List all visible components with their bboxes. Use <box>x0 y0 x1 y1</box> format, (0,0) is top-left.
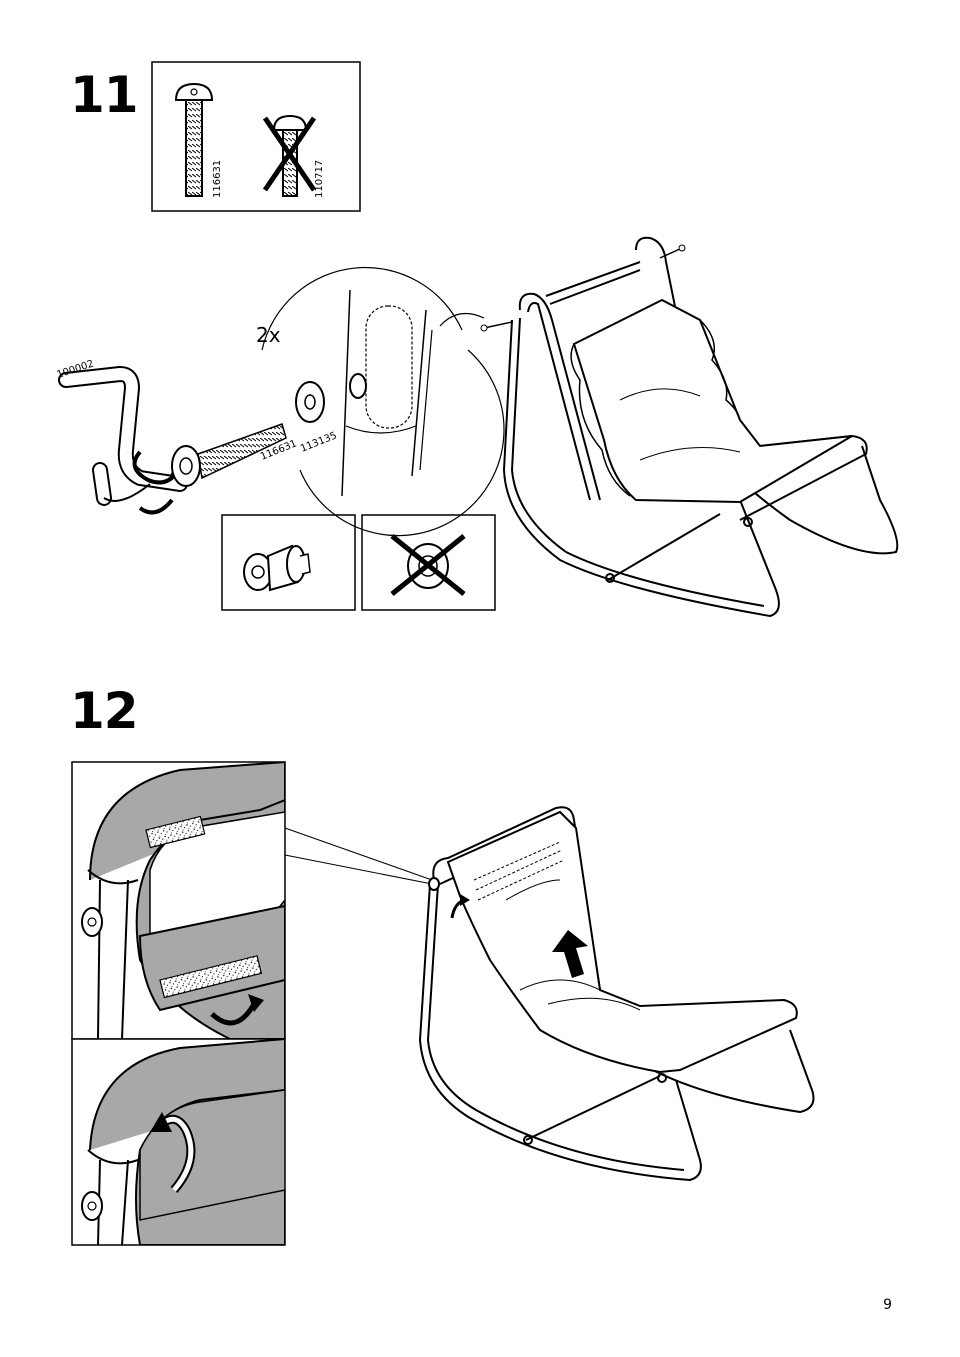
bolt-icon <box>171 423 287 487</box>
detail-panel-bottom <box>71 1038 286 1246</box>
allen-key-icon <box>58 366 188 506</box>
quantity-label: 2x <box>256 323 281 347</box>
step-11-number: 11 <box>70 66 139 124</box>
small-bolts <box>480 244 686 332</box>
step-12-number: 12 <box>70 682 139 740</box>
washer-icon <box>295 381 325 423</box>
washer-label: 113135 <box>299 430 339 455</box>
cross-icon <box>262 116 317 192</box>
detail-box-correct <box>221 514 356 611</box>
page-number: 9 <box>883 1297 892 1313</box>
up-arrow-icon <box>552 930 588 978</box>
rocking-chair-step11 <box>502 236 899 618</box>
detail-panel-top <box>71 761 286 1040</box>
parts-box: 116631 110717 <box>151 61 361 212</box>
rocking-chair-step12 <box>418 806 815 1182</box>
part-id-116631: 116631 <box>212 160 223 198</box>
part-id-110717: 110717 <box>314 160 325 198</box>
detail-box-incorrect <box>361 514 496 611</box>
bolt-116631-icon <box>174 82 214 197</box>
curved-arrow-icon <box>150 1112 196 1193</box>
